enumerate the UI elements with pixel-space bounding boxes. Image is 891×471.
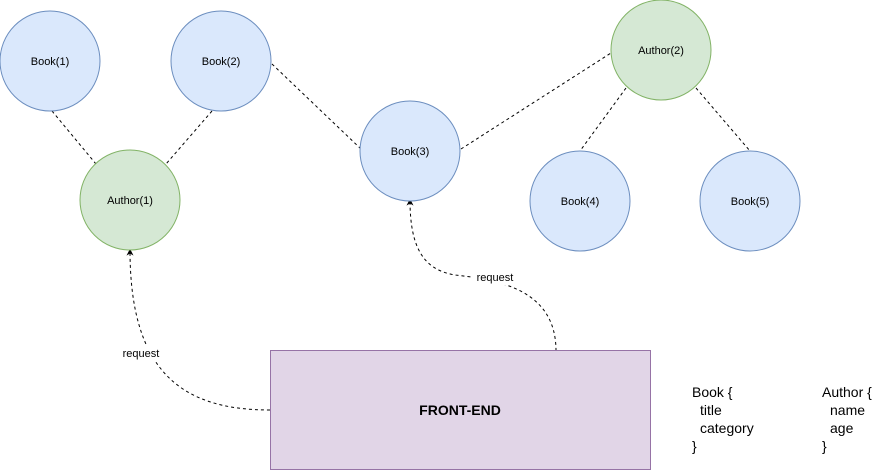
edge-book2-author1: [165, 110, 213, 165]
schema-author-close: }: [822, 438, 827, 454]
node-author1[interactable]: Author(1): [79, 149, 181, 251]
schema-book: Book { title category }: [692, 384, 754, 454]
schema-author-field: name: [830, 402, 865, 418]
request-label-left: request: [123, 348, 160, 360]
node-book4[interactable]: Book(4): [529, 150, 631, 252]
edge-book1-author1: [51, 110, 97, 165]
edges: [51, 52, 751, 165]
node-book5-label: Book(5): [731, 196, 770, 208]
schema-book-close: }: [692, 438, 697, 454]
node-book3-label: Book(3): [391, 146, 430, 158]
schema-author-open: Author {: [822, 384, 872, 400]
schema-author: Author { name age }: [822, 384, 872, 454]
schema-book-open: Book {: [692, 384, 733, 400]
node-book1-label: Book(1): [31, 56, 70, 68]
edge-book3-author2: [460, 52, 612, 150]
schema-author-field: age: [830, 420, 854, 436]
node-book3[interactable]: Book(3): [359, 100, 461, 202]
frontend-box[interactable]: FRONT-END: [270, 350, 651, 470]
request-arrow-right: [406, 198, 557, 352]
node-book5[interactable]: Book(5): [699, 150, 801, 252]
request-arrows: [126, 198, 557, 411]
schema-book-field: title: [700, 402, 722, 418]
node-book2[interactable]: Book(2): [170, 10, 272, 112]
request-arrow-left: [126, 248, 271, 411]
node-author2-label: Author(2): [638, 45, 684, 57]
node-author1-label: Author(1): [107, 195, 153, 207]
edge-book2-book3: [271, 63, 362, 150]
node-book1[interactable]: Book(1): [0, 10, 101, 112]
edge-author2-book4: [579, 87, 627, 152]
node-book4-label: Book(4): [561, 196, 600, 208]
node-book2-label: Book(2): [202, 56, 241, 68]
frontend-label: FRONT-END: [419, 402, 501, 418]
schema-book-field: category: [700, 420, 754, 436]
node-author2[interactable]: Author(2): [610, 0, 712, 101]
edge-author2-book5: [695, 87, 751, 152]
request-label-right: request: [477, 272, 514, 284]
